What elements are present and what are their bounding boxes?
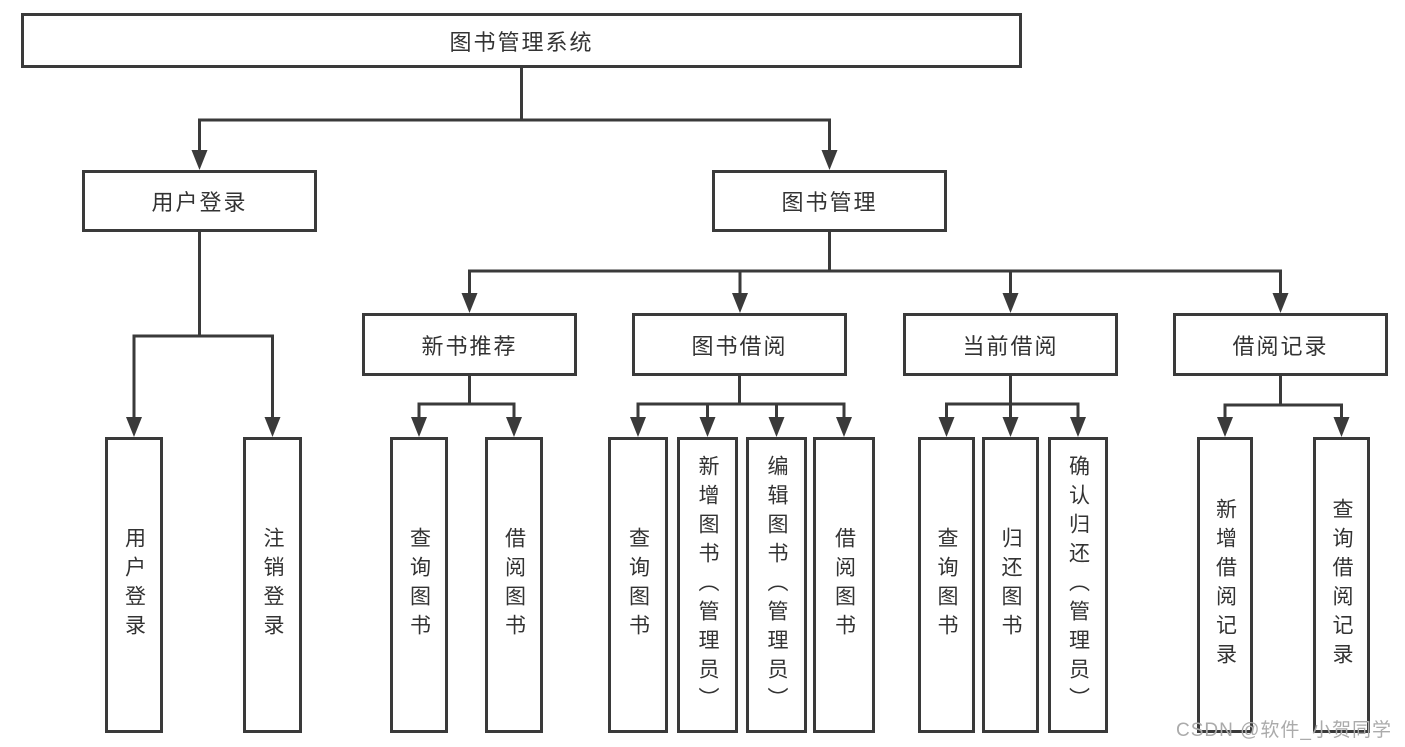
leaf-add-book-admin: 新增图书（管理员） xyxy=(677,437,738,733)
leaf-newbook-borrow-books: 借阅图书 xyxy=(485,437,543,733)
leaf-current-query-books-label: 查询图书 xyxy=(935,527,958,643)
leaf-edit-book-admin: 编辑图书（管理员） xyxy=(746,437,807,733)
leaf-logout-label: 注销登录 xyxy=(261,527,284,643)
node-borrow-records: 借阅记录 xyxy=(1173,313,1388,376)
leaf-confirm-return-admin: 确认归还（管理员） xyxy=(1048,437,1108,733)
node-user-login: 用户登录 xyxy=(82,170,317,232)
leaf-borrow-query-books: 查询图书 xyxy=(608,437,668,733)
leaf-current-query-books: 查询图书 xyxy=(918,437,975,733)
leaf-confirm-return-admin-label: 确认归还（管理员） xyxy=(1066,454,1090,716)
node-current-borrow: 当前借阅 xyxy=(903,313,1118,376)
leaf-logout: 注销登录 xyxy=(243,437,302,733)
leaf-borrow-book-label: 借阅图书 xyxy=(832,527,856,643)
leaf-borrow-query-books-label: 查询图书 xyxy=(626,527,650,643)
leaf-return-book: 归还图书 xyxy=(982,437,1039,733)
leaf-newbook-query-books-label: 查询图书 xyxy=(407,527,431,643)
node-root-library-system: 图书管理系统 xyxy=(21,13,1022,68)
leaf-add-borrow-record: 新增借阅记录 xyxy=(1197,437,1253,733)
leaf-user-login: 用户登录 xyxy=(105,437,163,733)
leaf-add-book-admin-label: 新增图书（管理员） xyxy=(696,454,719,716)
leaf-return-book-label: 归还图书 xyxy=(999,527,1022,643)
leaf-borrow-book: 借阅图书 xyxy=(813,437,875,733)
leaf-query-borrow-record-label: 查询借阅记录 xyxy=(1330,498,1353,672)
leaf-query-borrow-record: 查询借阅记录 xyxy=(1313,437,1370,733)
leaf-edit-book-admin-label: 编辑图书（管理员） xyxy=(765,454,788,716)
leaf-user-login-label: 用户登录 xyxy=(122,527,146,643)
leaf-add-borrow-record-label: 新增借阅记录 xyxy=(1213,498,1237,672)
csdn-watermark: CSDN @软件_小贺同学 xyxy=(1176,720,1392,741)
node-new-book-recommend: 新书推荐 xyxy=(362,313,577,376)
node-book-borrow: 图书借阅 xyxy=(632,313,847,376)
leaf-newbook-query-books: 查询图书 xyxy=(390,437,448,733)
node-book-management: 图书管理 xyxy=(712,170,947,232)
leaf-newbook-borrow-books-label: 借阅图书 xyxy=(502,527,526,643)
